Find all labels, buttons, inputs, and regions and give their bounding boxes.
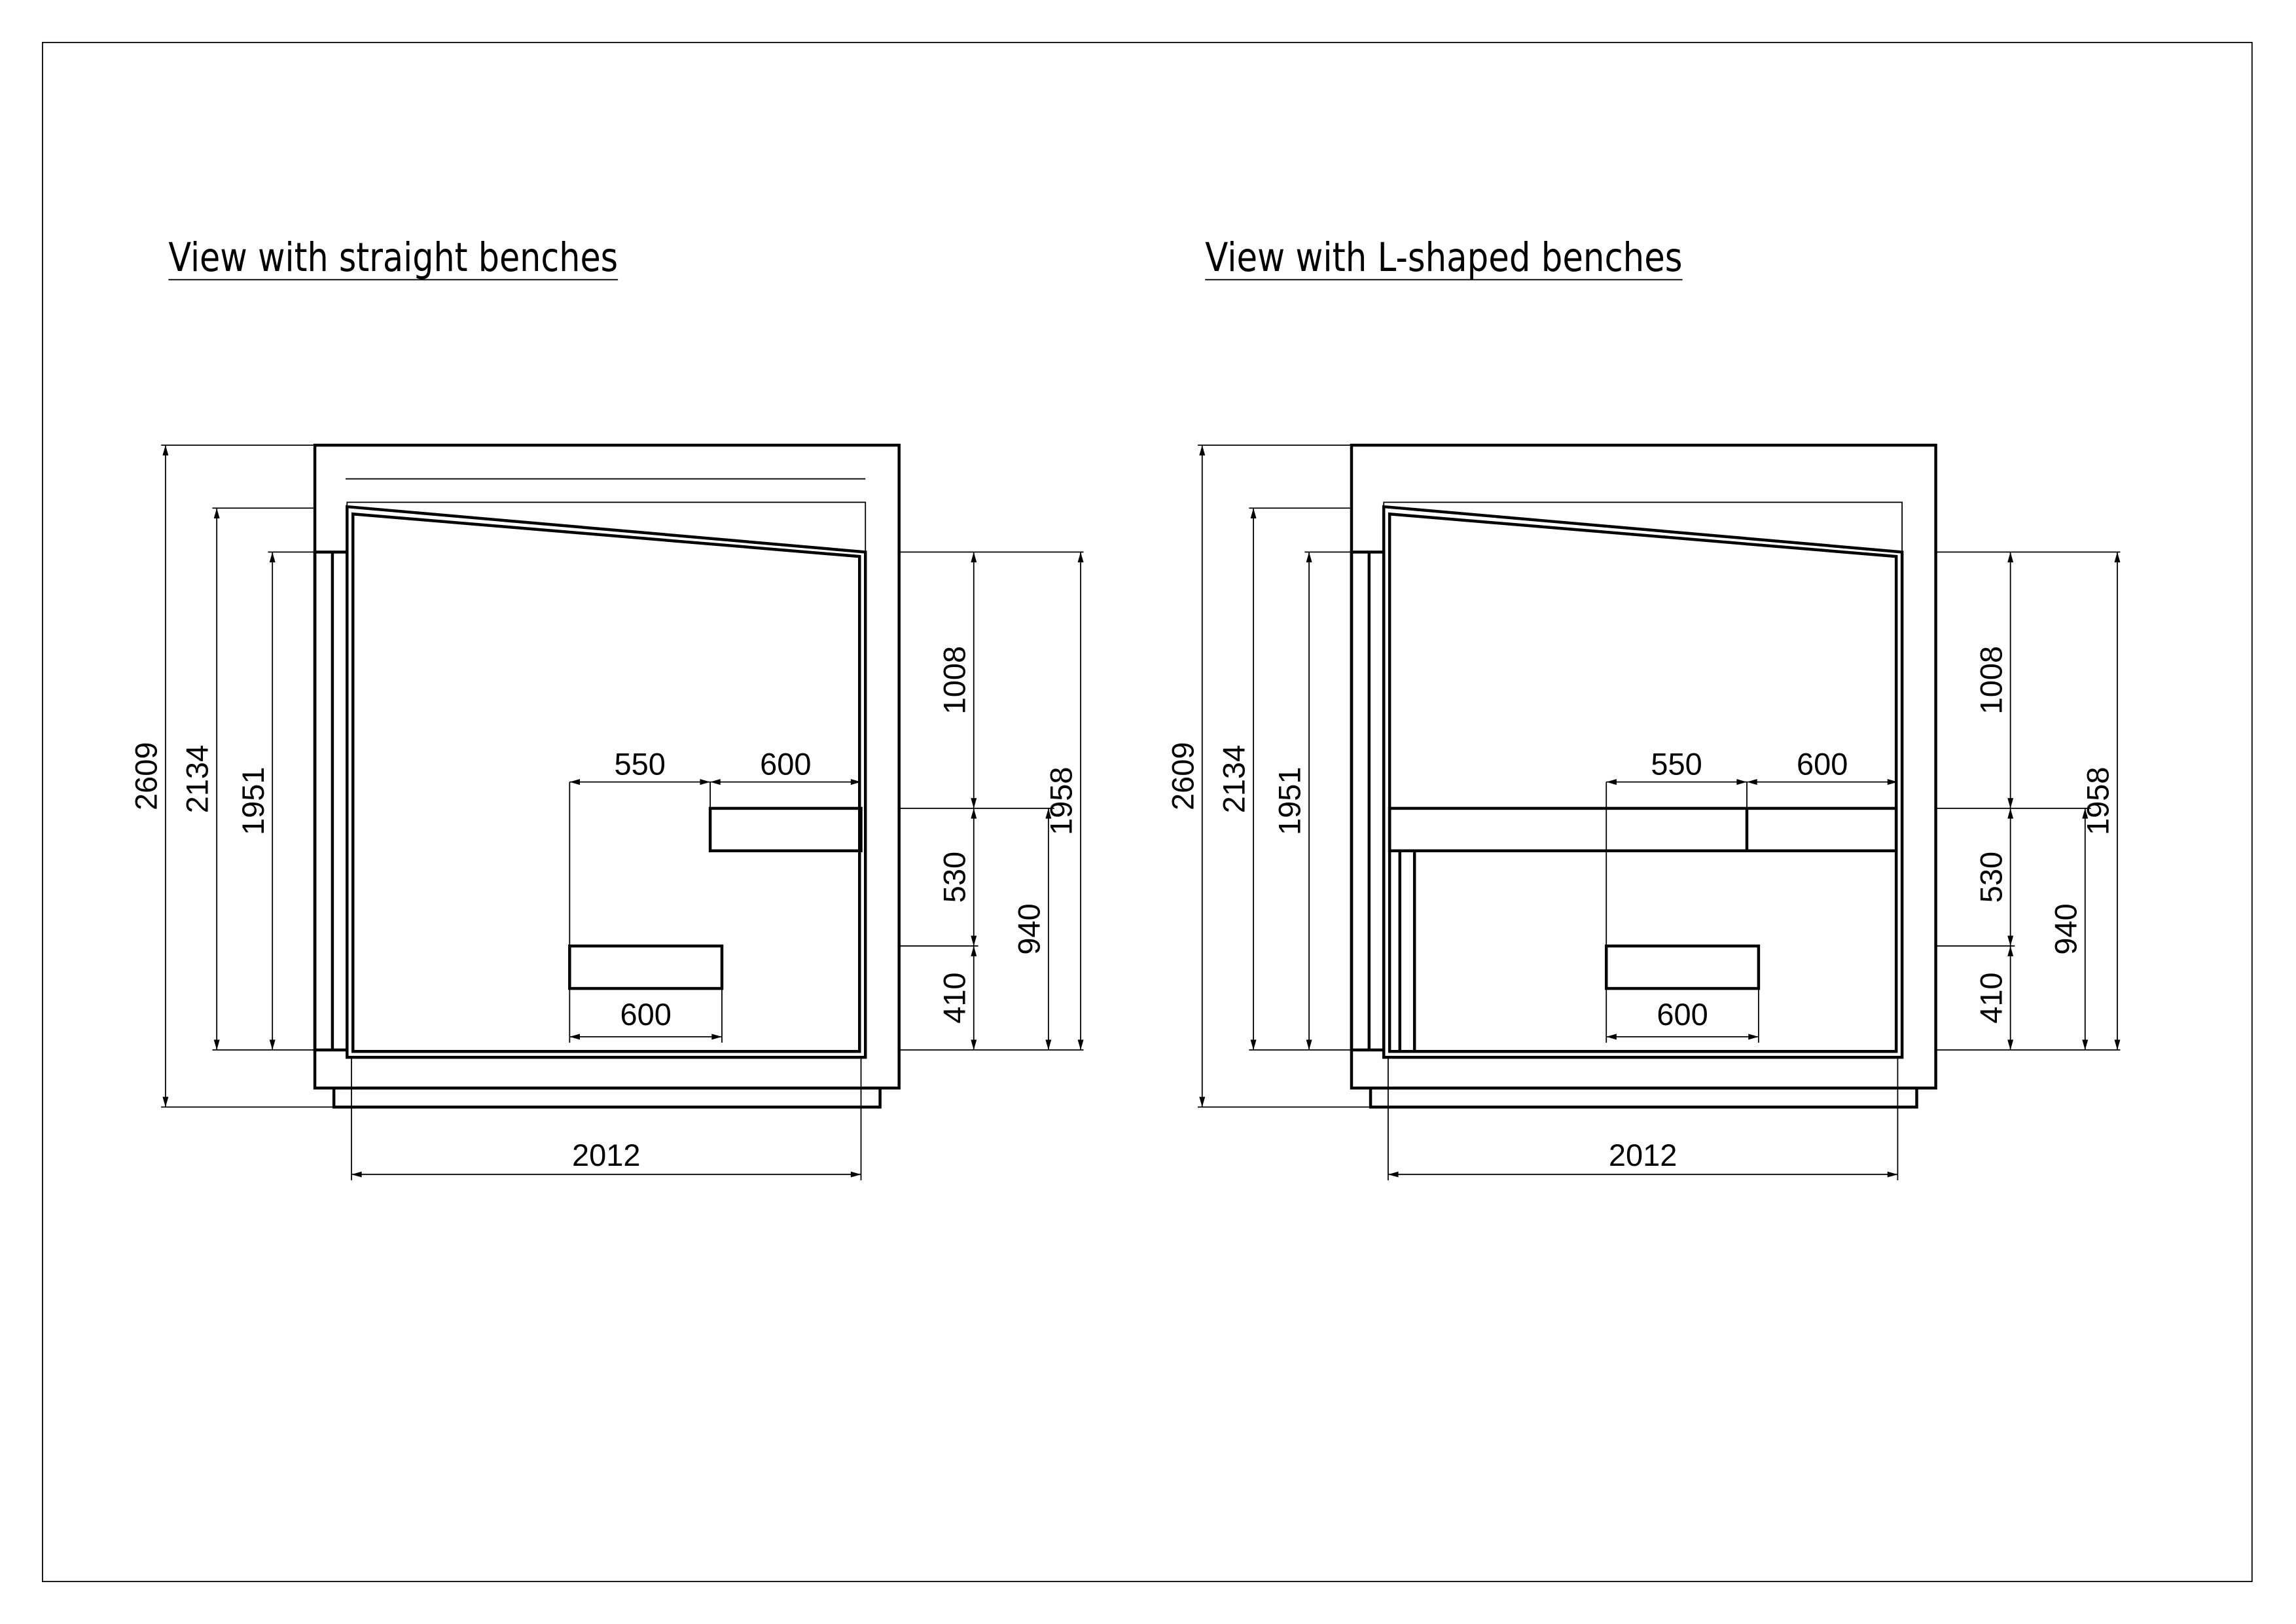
dimension-label: 530 bbox=[937, 852, 971, 903]
upper-bench bbox=[708, 806, 863, 853]
dimension-label: 1958 bbox=[2081, 767, 2115, 835]
dimension-label: 2609 bbox=[1165, 742, 1200, 810]
sauna-cabin-inner bbox=[1388, 512, 1898, 1053]
dimension-label: 600 bbox=[760, 746, 811, 781]
sauna-cabin-inner bbox=[351, 512, 861, 1053]
dimension-label: 530 bbox=[1973, 852, 2008, 903]
dimension-label: 2012 bbox=[572, 1138, 641, 1172]
door bbox=[1350, 550, 1386, 1052]
dimension-label: 410 bbox=[937, 972, 971, 1023]
dimension-label: 600 bbox=[620, 997, 671, 1032]
dimension-label: 600 bbox=[1657, 997, 1708, 1032]
dimension-label: 1008 bbox=[1973, 646, 2008, 714]
dimension-label: 1008 bbox=[937, 646, 971, 714]
dimension-label: 2134 bbox=[1217, 745, 1251, 813]
dimension-label: 410 bbox=[1973, 972, 2008, 1023]
dimension-label: 2134 bbox=[180, 745, 215, 813]
sheet-border bbox=[42, 41, 2253, 1583]
dimension-label: 550 bbox=[615, 746, 666, 781]
base-plinth bbox=[332, 1086, 882, 1109]
dimension-label: 940 bbox=[2048, 903, 2083, 954]
upper-bench bbox=[1388, 806, 1898, 853]
dimension-label: 1951 bbox=[236, 767, 270, 835]
base-plinth bbox=[1369, 1086, 1918, 1109]
lower-bench bbox=[568, 944, 724, 990]
dimension-label: 2012 bbox=[1609, 1138, 1677, 1172]
view-title: View with straight benches bbox=[168, 235, 618, 281]
dimension-label: 1951 bbox=[1272, 767, 1307, 835]
dimension-label: 1958 bbox=[1044, 767, 1079, 835]
outer-wall bbox=[313, 443, 901, 1090]
view-straight-benches: View with straight benches 2609 2134 1951 10… bbox=[128, 235, 1084, 1181]
lower-bench bbox=[1604, 944, 1761, 990]
dimension-label: 550 bbox=[1651, 746, 1702, 781]
view-title: View with L-shaped benches bbox=[1205, 235, 1682, 281]
dimension-label: 2609 bbox=[128, 742, 163, 810]
outer-wall bbox=[1350, 443, 1937, 1090]
view-l-shaped-benches: View with L-shaped benches 2609 2134 1951 10… bbox=[1165, 235, 2121, 1181]
dimension-label: 940 bbox=[1011, 903, 1046, 954]
dimension-label: 600 bbox=[1797, 746, 1848, 781]
